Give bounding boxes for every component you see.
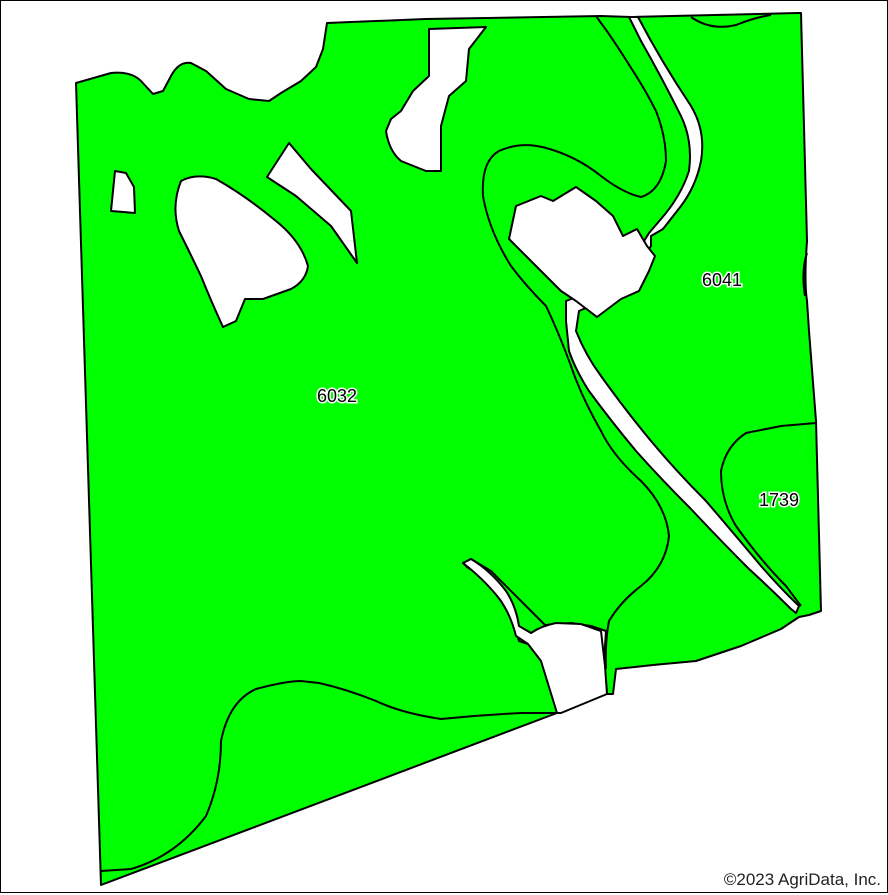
soil-boundary-central xyxy=(481,15,671,670)
soil-unit-label-6032: 6032 xyxy=(317,386,357,406)
soil-boundary-right-edge xyxy=(802,252,808,297)
inclusion-diagonal-strip[interactable] xyxy=(266,142,358,264)
soil-unit-label-1739: 1739 xyxy=(759,490,799,510)
inclusion-small-left[interactable] xyxy=(110,170,136,214)
soil-boundary-top-right xyxy=(690,14,772,28)
soil-boundary-1739 xyxy=(719,422,817,607)
inclusion-bottom-notch[interactable] xyxy=(462,558,608,714)
copyright-notice: ©2023 AgriData, Inc. xyxy=(723,870,881,889)
field-parcel[interactable] xyxy=(75,12,822,886)
access-strip[interactable] xyxy=(565,16,800,614)
soil-unit-label-6041: 6041 xyxy=(702,270,742,290)
soil-boundary-lower-left xyxy=(100,679,557,872)
inclusion-center-right[interactable] xyxy=(508,186,656,318)
inclusion-pond-large[interactable] xyxy=(174,175,309,328)
inclusion-top-irregular[interactable] xyxy=(385,26,487,172)
